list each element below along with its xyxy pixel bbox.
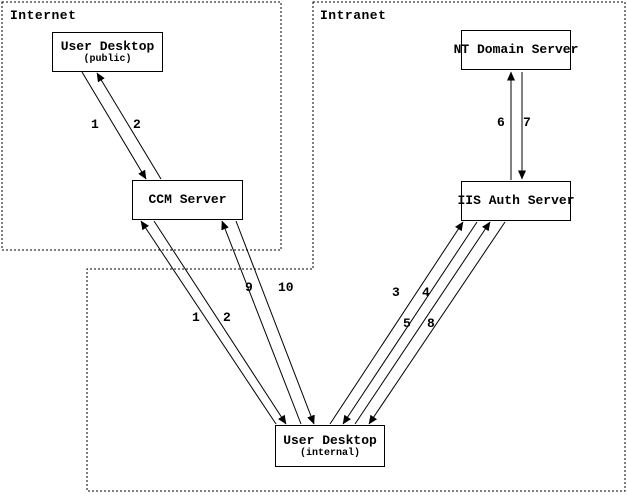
step-label-6: 6 — [497, 115, 505, 130]
node-user-desktop-public-title: User Desktop — [60, 38, 155, 54]
node-user-desktop-public-subtitle: (public) — [83, 53, 132, 65]
arrow-step-2-internal — [153, 220, 287, 425]
step-label-2-internal: 2 — [223, 310, 231, 325]
arrow-step-9 — [221, 220, 302, 425]
step-label-4: 4 — [422, 285, 430, 300]
node-user-desktop-internal: User Desktop (internal) — [275, 425, 385, 467]
node-user-desktop-public: User Desktop (public) — [52, 32, 163, 72]
step-label-2-public: 2 — [133, 117, 141, 132]
arrow-step-3 — [329, 221, 464, 425]
node-iis-auth-server: IIS Auth Server — [457, 181, 575, 221]
arrow-step-1-public — [81, 71, 147, 180]
node-iis-auth-server-title: IIS Auth Server — [457, 193, 575, 208]
step-label-9: 9 — [245, 280, 253, 295]
arrow-step-2-public — [96, 72, 162, 180]
node-ccm-server: CCM Server — [132, 180, 243, 220]
node-user-desktop-internal-title: User Desktop — [283, 432, 377, 448]
arrow-step-10 — [235, 220, 315, 425]
step-label-8: 8 — [427, 316, 435, 331]
internet-zone-label: Internet — [10, 8, 77, 23]
node-user-desktop-internal-subtitle: (internal) — [299, 447, 360, 459]
intranet-zone-border — [86, 1, 626, 492]
intranet-zone-label: Intranet — [320, 8, 387, 23]
node-nt-domain-server: NT Domain Server — [454, 30, 578, 70]
step-label-5: 5 — [403, 316, 411, 331]
step-label-1-public: 1 — [91, 117, 99, 132]
step-label-3: 3 — [392, 285, 400, 300]
arrow-step-4 — [342, 221, 478, 425]
step-label-10: 10 — [278, 280, 294, 295]
node-ccm-server-title: CCM Server — [148, 192, 227, 207]
node-nt-domain-server-title: NT Domain Server — [453, 42, 579, 57]
internet-zone-border — [1, 1, 282, 251]
step-label-7: 7 — [523, 115, 531, 130]
arrow-step-5 — [354, 221, 491, 425]
arrow-step-1-internal — [140, 220, 277, 425]
arrow-step-8 — [368, 221, 506, 425]
step-label-1-internal: 1 — [192, 310, 200, 325]
